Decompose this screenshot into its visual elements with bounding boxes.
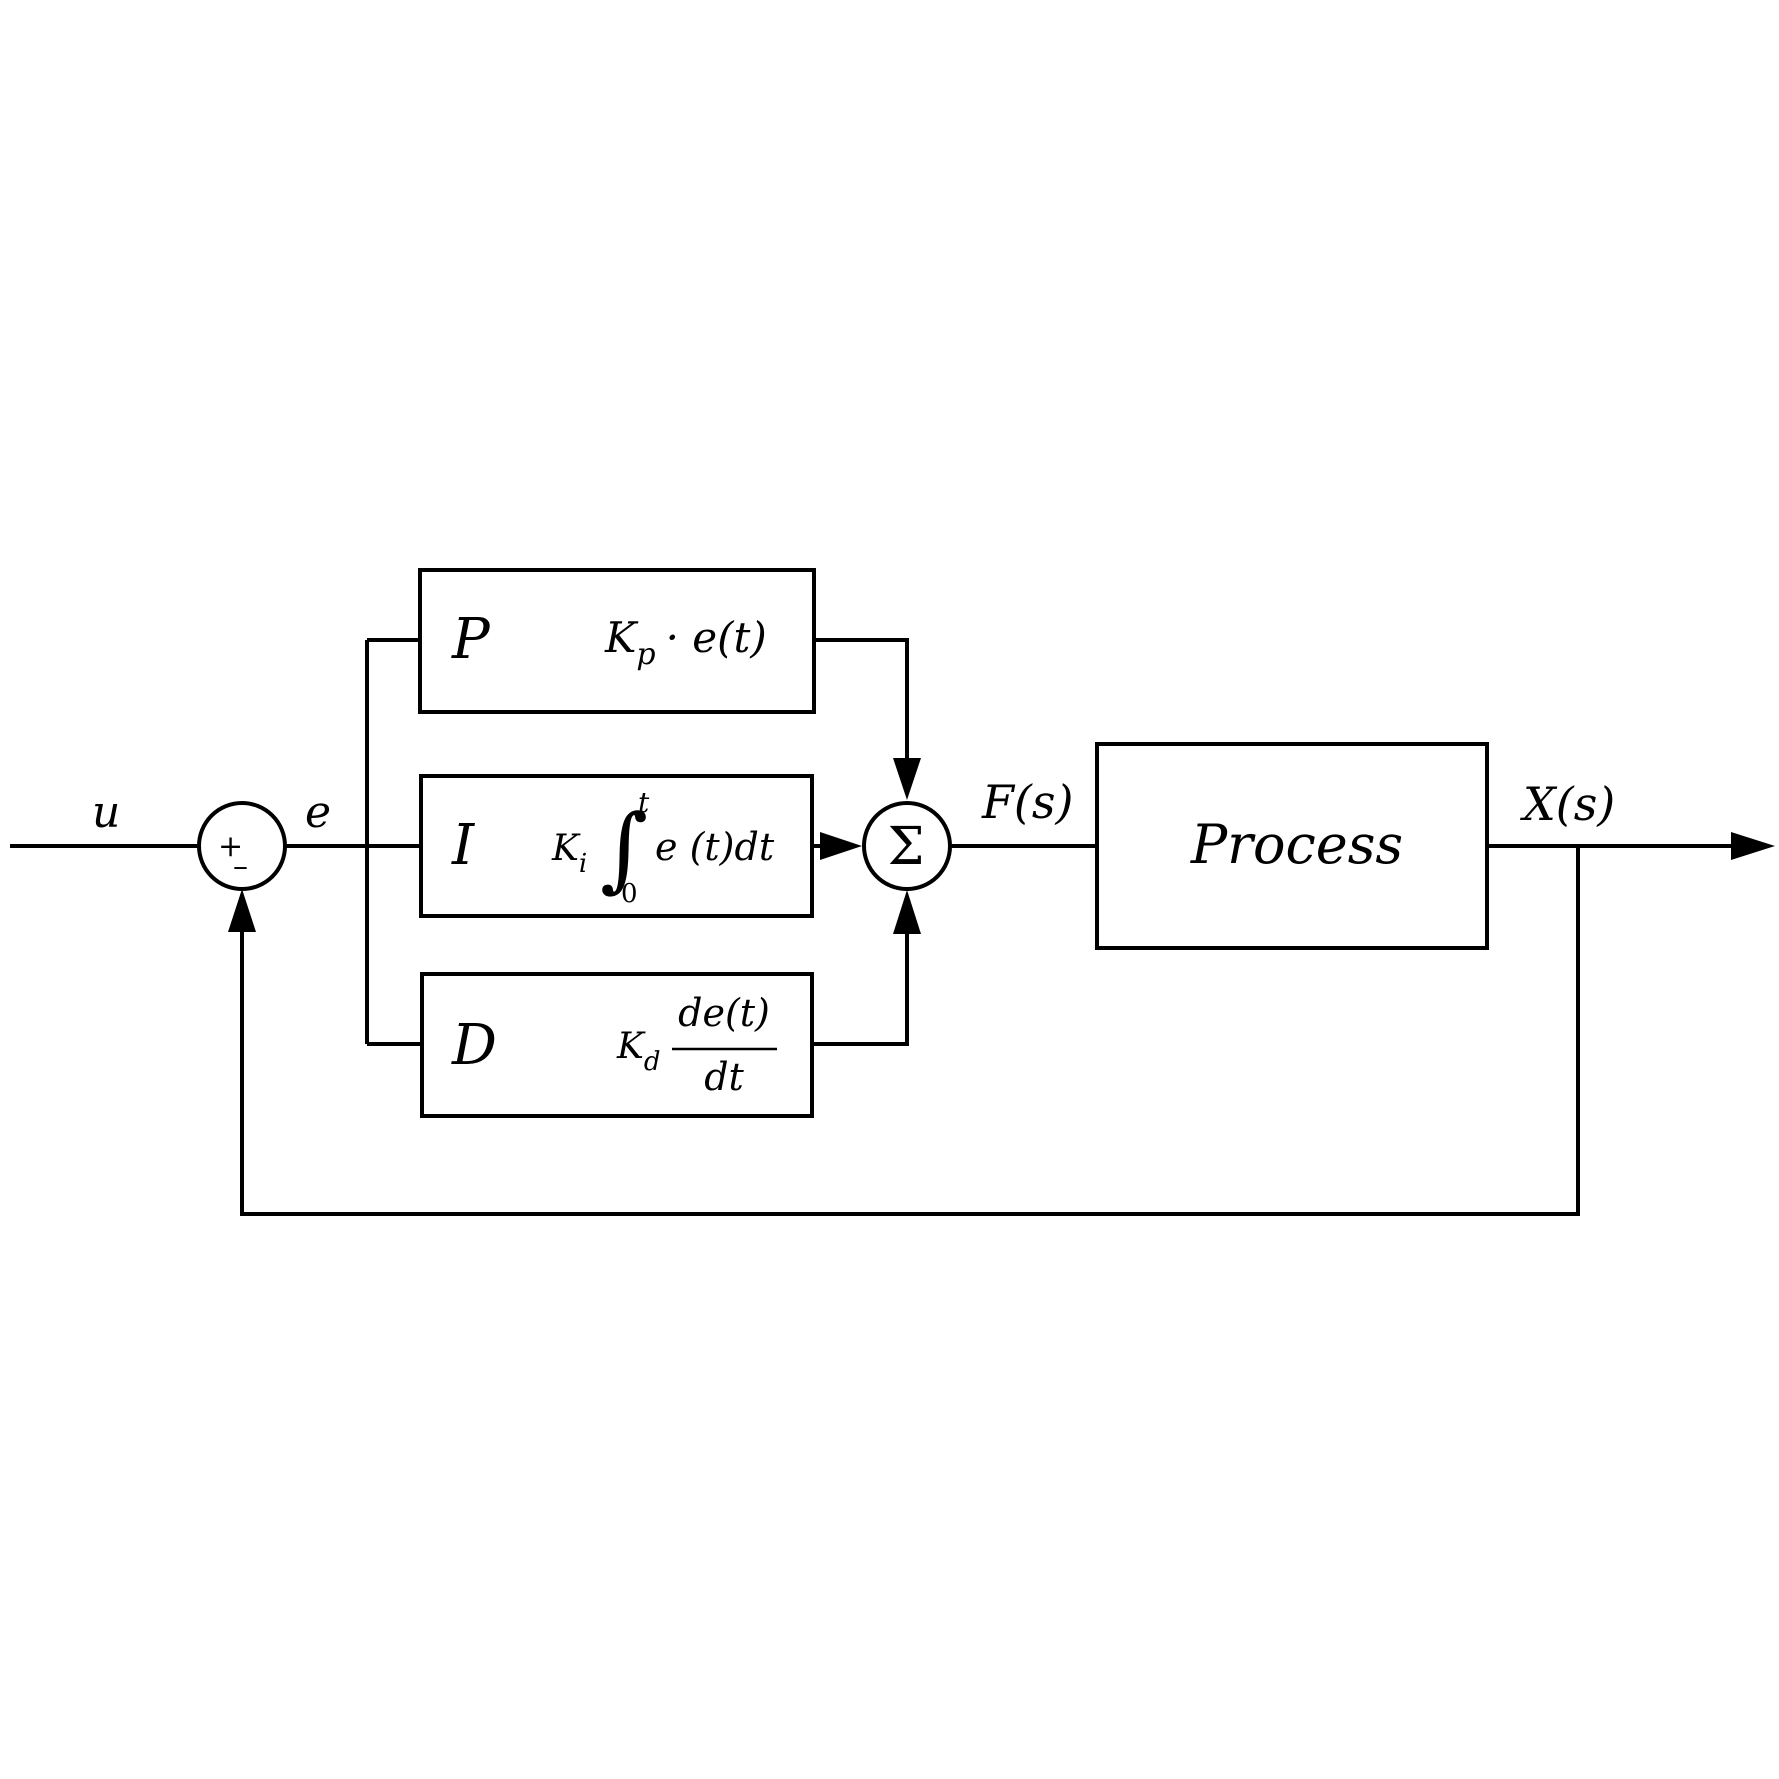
derivative-gain-subscript: d: [644, 1047, 661, 1077]
proportional-block: [418, 568, 816, 714]
minus-sign: –: [233, 849, 248, 884]
integral-label: I: [451, 813, 476, 878]
error-signal-label: e: [305, 787, 331, 838]
proportional-formula: Kp · e(t): [604, 613, 767, 672]
integral-lower-limit: 0: [621, 879, 638, 909]
output-arrowhead: [1731, 832, 1775, 860]
d-output-arrowhead: [893, 890, 921, 934]
proportional-label: P: [451, 607, 491, 672]
integral-gain: Ki: [551, 828, 587, 879]
sum-symbol: Σ: [888, 817, 925, 877]
controller-output-label: F(s): [981, 775, 1073, 829]
input-signal-label: u: [92, 787, 120, 838]
derivative-gain: Kd: [616, 1026, 661, 1077]
integral-block: [419, 774, 814, 918]
p-output-arrowhead: [893, 758, 921, 800]
proportional-gain-subscript: p: [636, 637, 655, 672]
d-output-line: [812, 920, 909, 1046]
derivative-denominator: dt: [704, 1055, 744, 1099]
proportional-term: · e(t): [666, 613, 767, 662]
process-label: Process: [1190, 813, 1403, 876]
plus-sign: +: [218, 829, 243, 864]
integral-upper-limit: t: [638, 786, 650, 819]
i-output-arrowhead: [820, 832, 862, 860]
proportional-gain: K: [604, 613, 639, 662]
integral-integrand: e (t)dt: [655, 825, 775, 869]
p-output-line: [814, 638, 909, 768]
output-signal-label: X(s): [1520, 777, 1615, 831]
feedback-line: [240, 846, 1580, 1216]
process-block: [1095, 742, 1489, 950]
feedback-arrowhead: [228, 889, 256, 932]
integral-sign: ∫: [600, 795, 648, 902]
derivative-numerator: de(t): [678, 991, 770, 1035]
derivative-label: D: [451, 1013, 497, 1078]
integral-gain-subscript: i: [579, 849, 587, 879]
derivative-block: [420, 972, 814, 1118]
